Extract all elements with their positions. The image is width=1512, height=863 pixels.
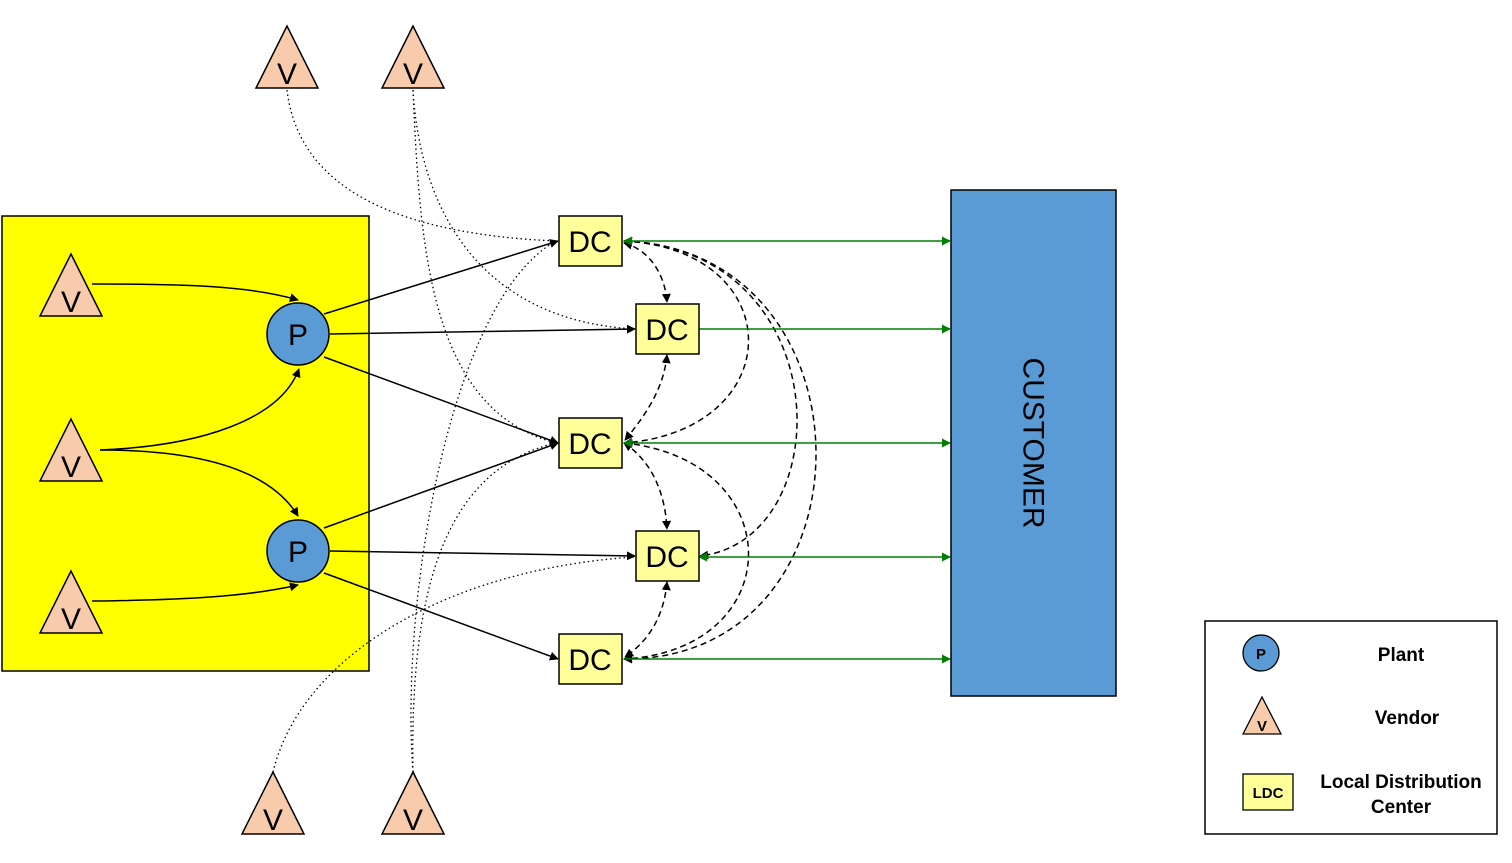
vendor-node: V: [38, 252, 104, 319]
dotted-vbot1-dc4: [272, 556, 635, 773]
vendor-label: V: [277, 58, 297, 91]
legend-ldc-symbol: LDC: [1253, 785, 1284, 802]
legend-vendor-icon: [1241, 695, 1283, 735]
dc-box: [635, 303, 700, 355]
vendor-node: V: [240, 770, 306, 837]
dc-label: DC: [568, 428, 611, 461]
vendor-node: V: [38, 417, 104, 484]
dashed-dc2-dc3: [624, 354, 671, 441]
dashed-dc1-dc2: [623, 240, 671, 303]
dotted-vtop2-dc2: [412, 89, 635, 330]
vendor-node: V: [380, 24, 446, 91]
vendor-label: V: [61, 286, 81, 319]
legend-plant-icon: [1242, 634, 1280, 672]
vendor-label: V: [403, 58, 423, 91]
vendor-node: V: [38, 569, 104, 636]
vendor-triangle: [254, 24, 320, 89]
plant-dc-arrows: [323, 239, 636, 661]
vendor-triangle: [38, 417, 104, 482]
vendor-triangle: [380, 24, 446, 89]
vendor-label: V: [61, 603, 81, 636]
dotted-vtop2-dc3: [412, 89, 557, 444]
plant-node: P: [266, 302, 330, 366]
dc-label: DC: [568, 644, 611, 677]
dc-label: DC: [645, 541, 688, 574]
customer-box: [950, 189, 1117, 697]
plant-circle: [266, 302, 330, 366]
vendor-triangle: [380, 770, 446, 835]
dashed-dc1-dc5: [623, 236, 817, 664]
vendor-triangle: [240, 770, 306, 835]
dc-box: [558, 633, 623, 685]
dc-label: DC: [568, 226, 611, 259]
legend-ldc-icon: [1242, 773, 1294, 811]
vendor-label: V: [403, 804, 423, 837]
legend: P Plant V Vendor LDC Local Distribution …: [1204, 620, 1498, 835]
external-vendor-flows: [272, 89, 635, 773]
dc-label: DC: [645, 314, 688, 347]
arrow-plant2-dc4: [329, 550, 636, 561]
legend-vendor-symbol: V: [1257, 718, 1267, 735]
legend-ldc-label-line2: Center: [1371, 797, 1432, 818]
dashed-dc1-dc4: [623, 236, 798, 560]
arrow-plant1-dc2: [329, 324, 636, 335]
dc-customer-flows: [623, 236, 951, 664]
plant-circle: [266, 519, 330, 583]
dashed-dc3-dc4: [623, 442, 672, 530]
vendor-label: V: [263, 804, 283, 837]
legend-vendor-label: Vendor: [1375, 708, 1440, 729]
arrow-plant1-dc3: [323, 356, 559, 445]
arrow-vendor1-plant1: [91, 283, 299, 303]
dotted-vbot2-dc1: [410, 240, 557, 773]
dotted-vbot2-dc3: [412, 442, 557, 773]
arrow-plant2-dc5: [323, 572, 559, 661]
customer-label: CUSTOMER: [1017, 357, 1050, 528]
arrow-vendor3-plant2: [91, 582, 299, 602]
dc-box: [635, 530, 700, 582]
dc-node: DC: [635, 530, 700, 582]
vendor-node: V: [380, 770, 446, 837]
legend-plant-label: Plant: [1378, 645, 1425, 666]
plant-label: P: [288, 319, 308, 352]
dc-transfer-flows: [623, 236, 817, 664]
vendor-triangle: [38, 252, 104, 317]
arrow-plant2-dc3: [323, 441, 559, 529]
vendor-plant-arrows: [91, 283, 301, 602]
vendor-node: V: [254, 24, 320, 91]
arrow-plant1-dc1: [323, 239, 559, 315]
arrow-vendor2-plant2: [99, 449, 299, 517]
plant-label: P: [288, 536, 308, 569]
legend-ldc-label-line1: Local Distribution: [1320, 772, 1482, 793]
legend-plant-symbol: P: [1256, 646, 1266, 663]
dc-node: DC: [558, 417, 623, 469]
vendor-triangle: [38, 569, 104, 634]
dc-box: [558, 417, 623, 469]
dc-node: DC: [558, 215, 623, 267]
dc-node: DC: [635, 303, 700, 355]
dashed-dc4-dc5: [624, 581, 671, 658]
dc-node: DC: [558, 633, 623, 685]
plant-node: P: [266, 519, 330, 583]
arrow-vendor2-plant1: [99, 368, 301, 451]
dc-box: [558, 215, 623, 267]
dotted-vtop1-dc1: [286, 89, 557, 242]
vendor-label: V: [61, 451, 81, 484]
